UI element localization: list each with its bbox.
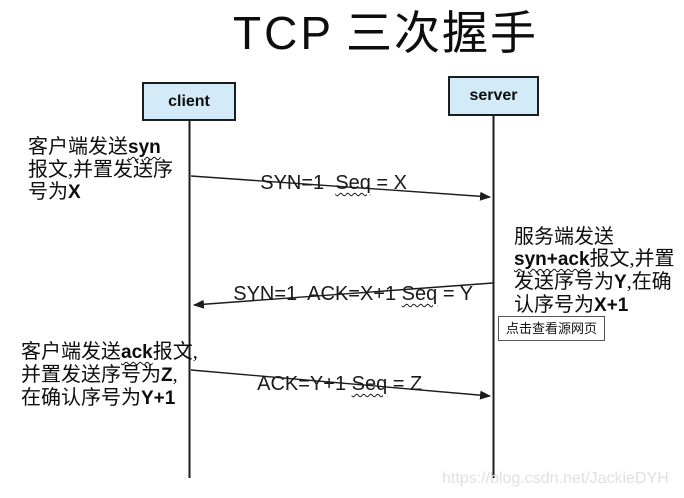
note-line: 号为X: [28, 181, 81, 203]
syn-arrow: [190, 175, 491, 201]
note-line: 发送序号为Y,在确: [514, 271, 672, 293]
syn-label-post: = X: [370, 172, 408, 194]
title-latin: TCP: [233, 7, 334, 59]
title-chinese: 三次握手: [346, 8, 538, 59]
synack-label-seq: Seq: [401, 283, 438, 305]
server-label: server: [469, 87, 518, 104]
note-line: 客户端发送syn: [28, 136, 161, 158]
synack-message-label: SYN=1 ACK=X+1 Seq = Y: [211, 260, 473, 329]
note-line: 认序号为X+1: [514, 294, 629, 316]
server-synack-note: 服务端发送 syn+ack报文,并置 发送序号为Y,在确 认序号为X+1: [514, 226, 675, 317]
ack-label-post: = Z: [387, 373, 423, 395]
view-source-badge[interactable]: 点击查看源网页: [498, 316, 606, 341]
note-line: 在确认序号为Y+1: [21, 387, 176, 409]
note-line: 客户端发送ack报文,: [21, 341, 198, 363]
syn-label-seq: Seq: [335, 172, 371, 194]
syn-message-label: SYN=1 Seq = X: [238, 149, 407, 218]
csdn-watermark: https://blog.csdn.net/JackieDYH: [442, 470, 669, 487]
ack-label-seq: Seq: [351, 373, 388, 395]
synack-arrow: [193, 282, 494, 309]
syn-label-pre: SYN=1: [260, 172, 336, 194]
synack-label-pre: SYN=1 ACK=X+1: [233, 283, 402, 305]
client-label: client: [168, 92, 210, 110]
synack-label-post: = Y: [437, 283, 474, 305]
server-actor-box: server: [448, 76, 539, 116]
client-syn-note: 客户端发送syn 报文,并置发送序 号为X: [28, 136, 173, 204]
note-line: syn+ack报文,并置: [514, 248, 675, 270]
ack-message-label: ACK=Y+1 Seq = Z: [236, 350, 422, 419]
note-line: 服务端发送: [514, 226, 614, 248]
ack-label-pre: ACK=Y+1: [257, 373, 352, 395]
note-line: 报文,并置发送序: [28, 159, 173, 181]
client-ack-note: 客户端发送ack报文, 并置发送序号为Z, 在确认序号为Y+1: [21, 341, 198, 410]
client-actor-box: client: [142, 82, 236, 121]
ack-arrow: [190, 369, 491, 400]
note-line: 并置发送序号为Z,: [21, 364, 178, 386]
